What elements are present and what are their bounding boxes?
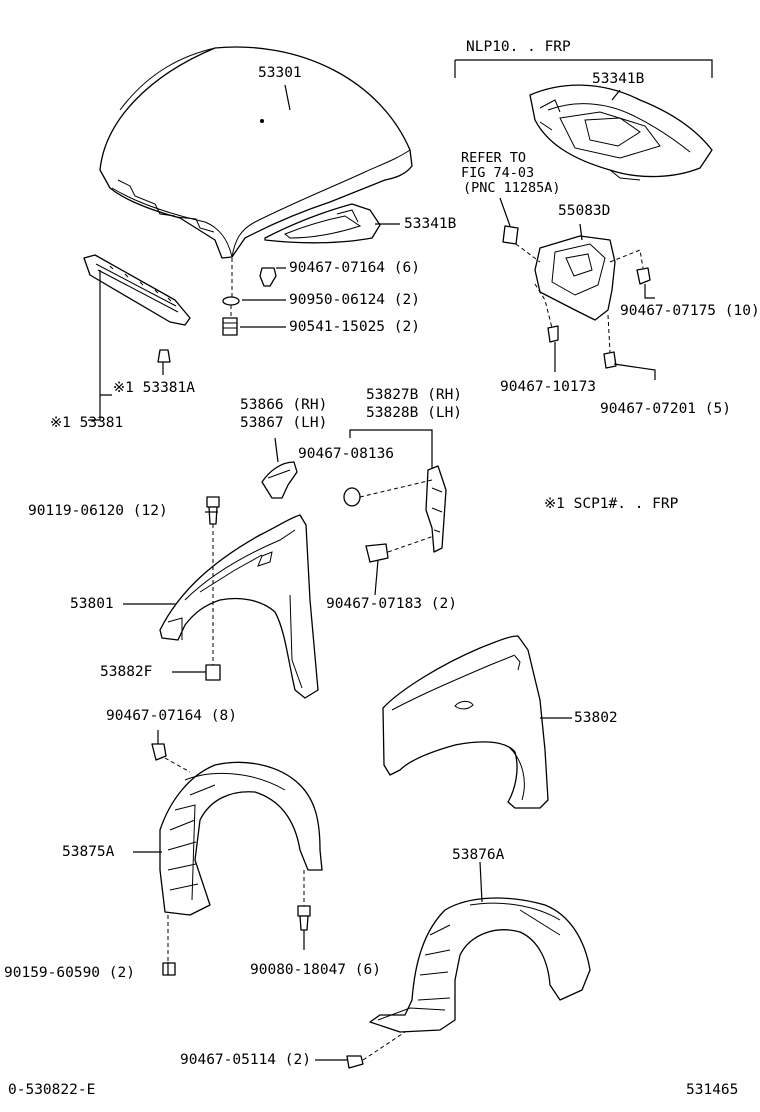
footer-right-code: 531465 xyxy=(686,1082,739,1098)
label-clip-bracket-c: 90467-07201 (5) xyxy=(600,401,731,417)
label-garnish: ※1 53381 xyxy=(50,415,124,431)
label-shield-lh: 53876A xyxy=(452,847,505,863)
label-clip-liner: 90467-08136 xyxy=(298,446,395,462)
label-liner-rh: 53827B (RH) xyxy=(366,387,463,403)
label-cushion: 90541-15025 (2) xyxy=(289,319,420,335)
label-refer-line3: (PNC 11285A) xyxy=(463,180,561,196)
label-insulator-top: 53341B xyxy=(592,71,645,87)
label-clip-bracket-b: 90467-10173 xyxy=(500,379,597,395)
label-clip-shield: 90467-07164 (8) xyxy=(106,708,237,724)
label-seal: 90950-06124 (2) xyxy=(289,292,420,308)
label-shield-rh: 53875A xyxy=(62,844,115,860)
footer-left-code: 0-530822-E xyxy=(8,1082,96,1098)
label-scp-note: ※1 SCP1#. . FRP xyxy=(544,496,679,512)
hood-insulator-left xyxy=(264,203,381,244)
label-nut: 53882F xyxy=(100,664,153,680)
label-liner-lh: 53828B (LH) xyxy=(366,405,463,421)
hood-panel xyxy=(99,46,413,259)
label-garnish-clip: ※1 53381A xyxy=(113,380,195,396)
label-frp-note: NLP10. . FRP xyxy=(466,39,571,55)
label-fender-lh: 53802 xyxy=(574,710,618,726)
fender-liner-bracket xyxy=(425,465,447,553)
label-refer-line1: REFER TO xyxy=(461,150,527,166)
fasteners xyxy=(151,267,651,1069)
leader-lines xyxy=(88,59,713,1061)
fender-rh xyxy=(159,514,319,699)
fender-shield-rh xyxy=(159,761,323,916)
label-screw-shield: 90159-60590 (2) xyxy=(4,965,135,981)
cowl-garnish xyxy=(83,254,191,326)
label-hood: 53301 xyxy=(258,65,302,81)
label-bolt-shield: 90080-18047 (6) xyxy=(250,962,381,978)
bracket-55083d xyxy=(502,225,616,321)
frp-insulator xyxy=(529,84,713,181)
fender-lh xyxy=(382,635,549,809)
label-fender-rh: 53801 xyxy=(70,596,114,612)
label-seal-rh: 53866 (RH) xyxy=(240,397,328,413)
label-refer-line2: FIG 74-03 xyxy=(461,165,535,181)
label-clip-bottom: 90467-05114 (2) xyxy=(180,1052,311,1068)
fender-seal xyxy=(261,461,298,499)
label-clip-bracket-a: 90467-07175 (10) xyxy=(620,303,760,319)
label-clip-liner-b: 90467-07183 (2) xyxy=(326,596,457,612)
label-clip-hood: 90467-07164 (6) xyxy=(289,260,420,276)
label-bolt-fender: 90119-06120 (12) xyxy=(28,503,168,519)
assembly-lines xyxy=(164,243,644,1061)
label-seal-lh: 53867 (LH) xyxy=(240,415,328,431)
label-bracket: 55083D xyxy=(558,203,611,219)
label-insulator-left: 53341B xyxy=(404,216,457,232)
fender-shield-lh xyxy=(369,897,591,1033)
